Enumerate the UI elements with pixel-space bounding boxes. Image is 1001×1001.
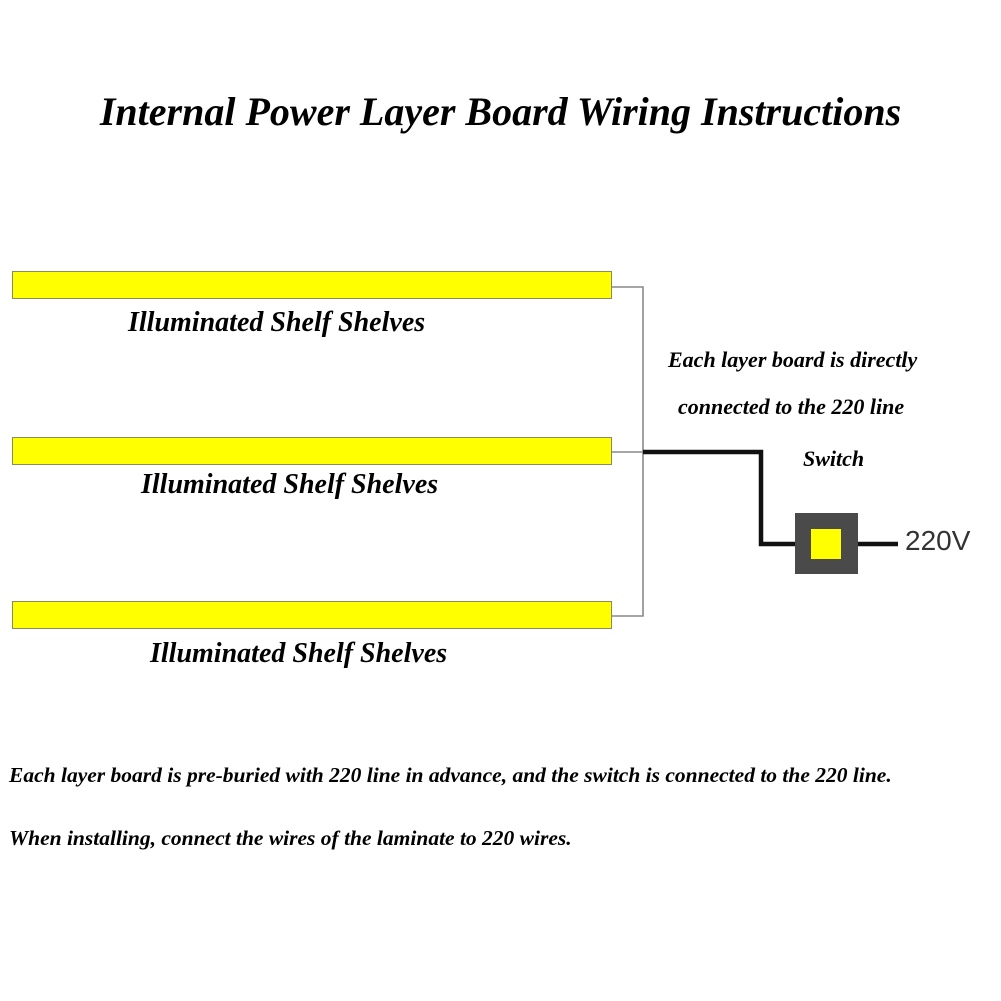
switch-label: Switch bbox=[803, 446, 865, 471]
note-line-1: Each layer board is directly bbox=[668, 347, 918, 372]
footer-line-1: Each layer board is pre-buried with 220 … bbox=[9, 763, 892, 787]
note-line-2: connected to the 220 line bbox=[678, 394, 905, 419]
shelf-label-2: Illuminated Shelf Shelves bbox=[141, 469, 439, 500]
switch-button bbox=[811, 529, 841, 559]
page-title: Internal Power Layer Board Wiring Instru… bbox=[99, 89, 902, 134]
illuminated-shelf-1 bbox=[12, 271, 612, 299]
shelf-label-3: Illuminated Shelf Shelves bbox=[150, 638, 448, 669]
voltage-label: 220V bbox=[905, 525, 971, 556]
illuminated-shelf-3 bbox=[12, 601, 612, 629]
shelf-label-1: Illuminated Shelf Shelves bbox=[128, 307, 426, 338]
main-wire bbox=[643, 449, 796, 547]
footer-line-2: When installing, connect the wires of th… bbox=[9, 826, 572, 850]
illuminated-shelf-2 bbox=[12, 437, 612, 465]
